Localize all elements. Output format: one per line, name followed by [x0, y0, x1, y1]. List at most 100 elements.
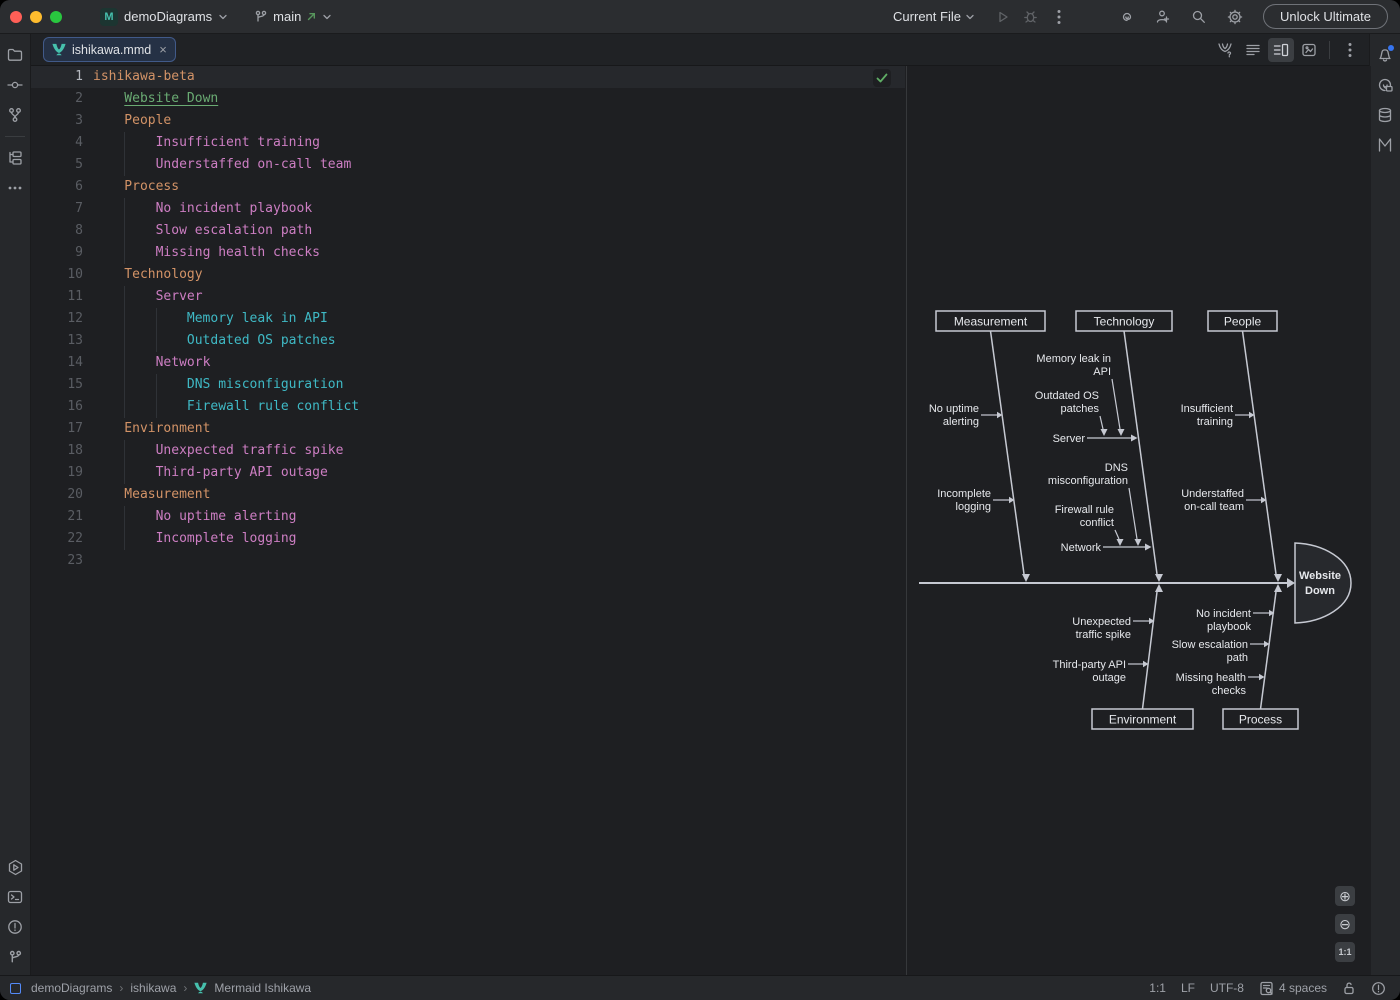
- line-number[interactable]: 14: [31, 352, 83, 374]
- code-line[interactable]: 9 Missing health checks: [31, 242, 905, 264]
- editor-only-view-button[interactable]: [1240, 38, 1266, 62]
- line-number[interactable]: 10: [31, 264, 83, 286]
- close-window-button[interactable]: [10, 11, 22, 23]
- code-line[interactable]: 21 No uptime alerting: [31, 506, 905, 528]
- database-tool-button[interactable]: [1370, 100, 1400, 130]
- mermaid-preview-panel[interactable]: Website Down Measurement Technology Peop…: [906, 66, 1371, 976]
- editor-more-options-button[interactable]: [1337, 38, 1363, 62]
- code-line[interactable]: 6 Process: [31, 176, 905, 198]
- more-run-options-button[interactable]: [1045, 5, 1073, 29]
- branch-widget[interactable]: main: [254, 9, 332, 24]
- ai-assistant-button[interactable]: [1113, 5, 1141, 29]
- caret-position[interactable]: 1:1: [1149, 981, 1166, 995]
- line-number[interactable]: 9: [31, 242, 83, 264]
- code-text: Technology: [93, 264, 203, 286]
- code-line[interactable]: 16 Firewall rule conflict: [31, 396, 905, 418]
- services-tool-button[interactable]: [0, 852, 30, 882]
- code-line[interactable]: 5 Understaffed on-call team: [31, 154, 905, 176]
- window-layout-button[interactable]: [10, 983, 21, 994]
- indent-selector[interactable]: 4 spaces: [1259, 981, 1327, 996]
- line-number[interactable]: 8: [31, 220, 83, 242]
- code-line[interactable]: 3 People: [31, 110, 905, 132]
- code-line[interactable]: 1 ishikawa-beta: [31, 66, 905, 88]
- commit-tool-button[interactable]: [0, 70, 30, 100]
- close-tab-icon[interactable]: ×: [159, 42, 167, 57]
- code-line[interactable]: 17 Environment: [31, 418, 905, 440]
- line-number[interactable]: 13: [31, 330, 83, 352]
- line-number[interactable]: 11: [31, 286, 83, 308]
- line-number[interactable]: 21: [31, 506, 83, 528]
- vcs-tool-button[interactable]: [0, 100, 30, 130]
- readonly-toggle[interactable]: [1342, 981, 1356, 995]
- code-line[interactable]: 22 Incomplete logging: [31, 528, 905, 550]
- code-line[interactable]: 7 No incident playbook: [31, 198, 905, 220]
- line-number[interactable]: 4: [31, 132, 83, 154]
- line-number[interactable]: 16: [31, 396, 83, 418]
- encoding-selector[interactable]: UTF-8: [1210, 981, 1244, 995]
- line-number[interactable]: 2: [31, 88, 83, 110]
- error-notifications-button[interactable]: [1371, 981, 1386, 996]
- inspections-widget[interactable]: [873, 69, 891, 87]
- project-tool-button[interactable]: [0, 40, 30, 70]
- line-number[interactable]: 17: [31, 418, 83, 440]
- run-configuration-selector[interactable]: Current File: [893, 9, 975, 24]
- minimize-window-button[interactable]: [30, 11, 42, 23]
- code-line[interactable]: 11 Server: [31, 286, 905, 308]
- ai-assistant-tool-button[interactable]: [1370, 70, 1400, 100]
- breadcrumb-project[interactable]: demoDiagrams: [31, 981, 112, 995]
- unlock-ultimate-button[interactable]: Unlock Ultimate: [1263, 4, 1388, 29]
- code-line[interactable]: 10 Technology: [31, 264, 905, 286]
- breadcrumb-file[interactable]: ishikawa: [130, 981, 176, 995]
- line-ending-selector[interactable]: LF: [1181, 981, 1195, 995]
- line-number[interactable]: 5: [31, 154, 83, 176]
- debug-button[interactable]: [1017, 5, 1045, 29]
- line-number[interactable]: 1: [31, 66, 83, 88]
- line-number[interactable]: 12: [31, 308, 83, 330]
- indent-guide: [124, 132, 125, 154]
- code-line[interactable]: 18 Unexpected traffic spike: [31, 440, 905, 462]
- code-line[interactable]: 8 Slow escalation path: [31, 220, 905, 242]
- line-number[interactable]: 22: [31, 528, 83, 550]
- mermaid-tool-button[interactable]: [1370, 130, 1400, 160]
- search-everywhere-button[interactable]: [1185, 5, 1213, 29]
- code-line[interactable]: 4 Insufficient training: [31, 132, 905, 154]
- line-number[interactable]: 7: [31, 198, 83, 220]
- run-button[interactable]: [989, 5, 1017, 29]
- code-line[interactable]: 14 Network: [31, 352, 905, 374]
- tab-ishikawa-mmd[interactable]: ishikawa.mmd ×: [43, 37, 176, 62]
- code-line[interactable]: 12 Memory leak in API: [31, 308, 905, 330]
- line-number[interactable]: 23: [31, 550, 83, 572]
- zoom-out-button[interactable]: ⊖: [1335, 914, 1355, 934]
- code-line[interactable]: 13 Outdated OS patches: [31, 330, 905, 352]
- preview-only-view-button[interactable]: [1296, 38, 1322, 62]
- code-line[interactable]: 20 Measurement: [31, 484, 905, 506]
- kebab-icon: [1057, 9, 1061, 25]
- line-number[interactable]: 18: [31, 440, 83, 462]
- more-tool-windows-button[interactable]: [0, 173, 30, 203]
- split-editor-preview-button[interactable]: [1268, 38, 1294, 62]
- zoom-reset-button[interactable]: 1:1: [1335, 942, 1355, 962]
- line-number[interactable]: 6: [31, 176, 83, 198]
- settings-button[interactable]: [1221, 5, 1249, 29]
- code-with-me-button[interactable]: [1149, 5, 1177, 29]
- problems-tool-button[interactable]: [0, 912, 30, 942]
- code-line[interactable]: 2 Website Down: [31, 88, 905, 110]
- line-number[interactable]: 20: [31, 484, 83, 506]
- breadcrumb-element[interactable]: Mermaid Ishikawa: [214, 981, 311, 995]
- code-line[interactable]: 23: [31, 550, 905, 572]
- code-line[interactable]: 19 Third-party API outage: [31, 462, 905, 484]
- line-number[interactable]: 19: [31, 462, 83, 484]
- git-tool-button[interactable]: [0, 942, 30, 972]
- code-editor[interactable]: 1 ishikawa-beta 2 Website Down 3 People …: [31, 66, 905, 976]
- fullscreen-window-button[interactable]: [50, 11, 62, 23]
- notifications-button[interactable]: [1370, 40, 1400, 70]
- zoom-in-button[interactable]: ⊕: [1335, 886, 1355, 906]
- terminal-tool-button[interactable]: [0, 882, 30, 912]
- project-widget[interactable]: M demoDiagrams: [100, 8, 228, 26]
- code-line[interactable]: 15 DNS misconfiguration: [31, 374, 905, 396]
- cause-thirdparty-2: outage: [1092, 672, 1126, 684]
- line-number[interactable]: 3: [31, 110, 83, 132]
- structure-tool-button[interactable]: [0, 143, 30, 173]
- mermaid-settings-button[interactable]: [1212, 38, 1238, 62]
- line-number[interactable]: 15: [31, 374, 83, 396]
